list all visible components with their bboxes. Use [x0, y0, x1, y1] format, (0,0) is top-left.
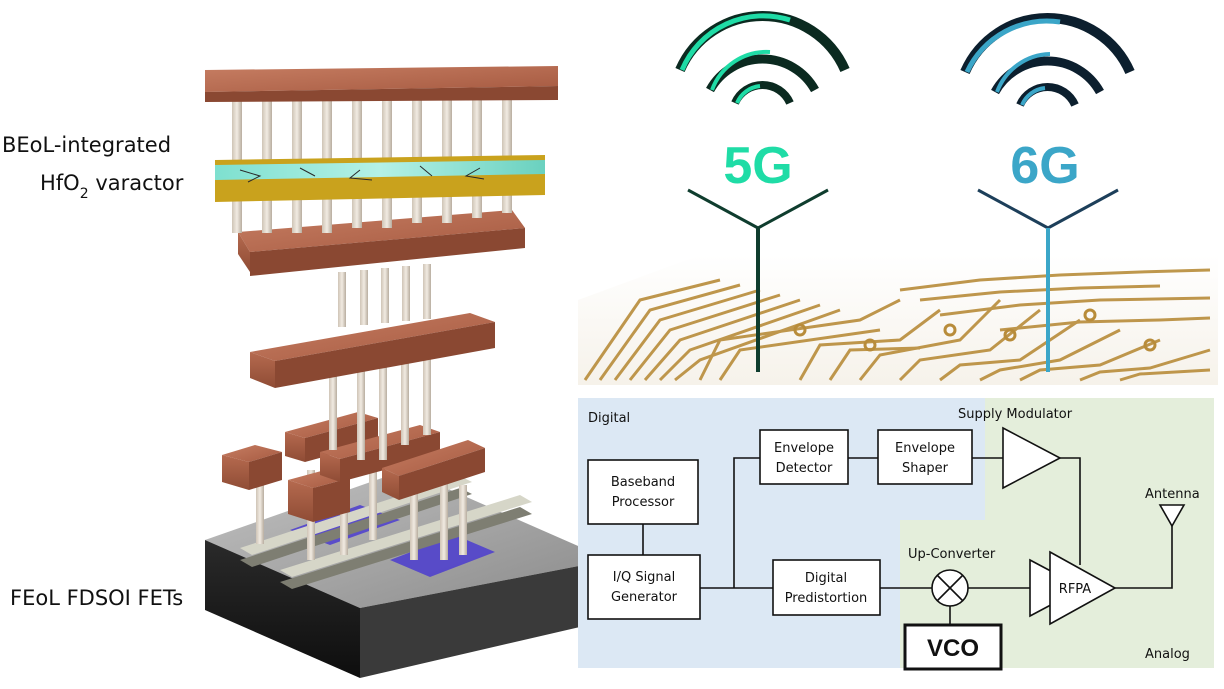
varactor-text: varactor [89, 171, 184, 195]
signal-icon-5g [675, 11, 850, 105]
signal-icon-6g [960, 13, 1135, 107]
digital-predistortion-block: Digital Predistortion [772, 559, 881, 616]
baseband-line2: Processor [612, 495, 675, 510]
analog-label: Analog [1145, 647, 1190, 662]
beol-label-line1: BEoL-integrated [2, 133, 171, 157]
beol-label-line2: HfO2 varactor [40, 171, 184, 202]
supply-modulator-amplifier [1002, 426, 1062, 490]
label-6g: 6G [1010, 137, 1079, 195]
pcb-surface [578, 255, 1218, 385]
rfpa-label: RFPA [1059, 582, 1092, 597]
iq-generator-block: I/Q Signal Generator [587, 554, 701, 620]
dpd-line2: Predistortion [785, 591, 868, 606]
env-det-line2: Detector [776, 461, 833, 476]
feol-label: FEoL FDSOI FETs [10, 586, 183, 610]
env-det-line1: Envelope [774, 441, 834, 456]
block-diagram: Digital Analog Baseband Processor I/Q Si… [578, 398, 1214, 671]
substrate-block [205, 470, 610, 678]
antenna-6g [977, 188, 1119, 372]
vco-label: VCO [927, 635, 979, 662]
upper-vias [338, 264, 431, 327]
middle-plate [238, 210, 525, 276]
middle-vias [329, 350, 431, 460]
antenna-label: Antenna [1145, 487, 1200, 502]
analog-region [900, 398, 1214, 668]
middle-metal-line [250, 313, 495, 388]
digital-label: Digital [588, 411, 630, 426]
hfo-text: HfO [40, 171, 80, 195]
env-shp-line2: Shaper [902, 461, 949, 476]
mixer-icon [931, 569, 969, 607]
top-plate [205, 66, 558, 102]
hfo2-varactor-layer [215, 155, 545, 202]
baseband-line1: Baseband [611, 475, 675, 490]
signal-wires [642, 457, 1173, 625]
envelope-shaper-block: Envelope Shaper [877, 429, 973, 485]
dpd-line1: Digital [805, 571, 847, 586]
env-shp-line1: Envelope [895, 441, 955, 456]
rfpa-amplifier: RFPA [1029, 550, 1117, 626]
iq-line1: I/Q Signal [613, 570, 676, 585]
wireless-illustration: 5G 6G [578, 11, 1218, 385]
vco-block: VCO [903, 623, 1003, 671]
baseband-processor-block: Baseband Processor [587, 459, 699, 525]
hfo-subscript: 2 [80, 186, 89, 202]
iq-line2: Generator [611, 590, 678, 605]
supply-modulator-label: Supply Modulator [958, 407, 1073, 422]
label-5g: 5G [723, 137, 792, 195]
chip-stack-illustration [205, 66, 610, 678]
antenna-5g [687, 188, 829, 372]
antenna-icon [1158, 504, 1186, 528]
envelope-detector-block: Envelope Detector [759, 429, 849, 485]
lower-metal-blocks [222, 412, 485, 522]
up-converter-label: Up-Converter [908, 547, 996, 562]
